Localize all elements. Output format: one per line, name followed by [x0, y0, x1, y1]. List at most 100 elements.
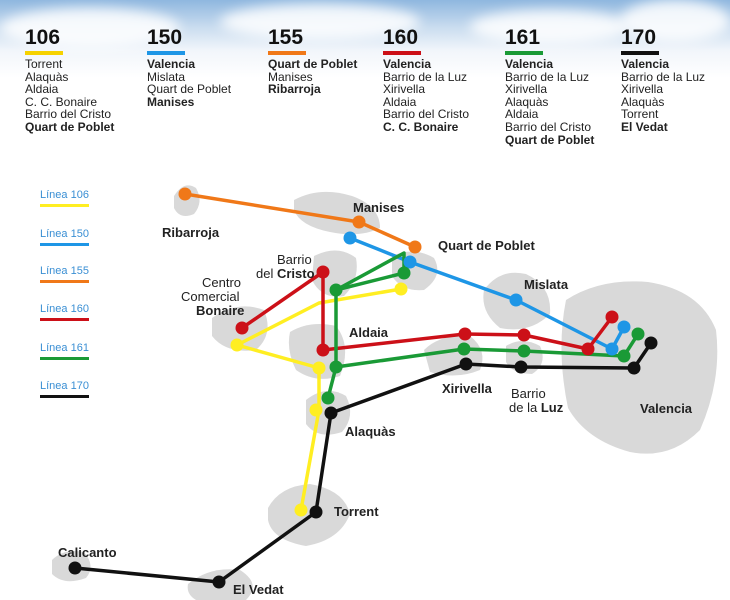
route-stop: Barrio del Cristo [25, 107, 112, 122]
stop-marker [212, 575, 226, 589]
legend-label: Línea 170 [40, 380, 89, 392]
legend-line-swatch [40, 204, 89, 207]
stop-marker [309, 403, 323, 417]
place-mislata: Mislata [524, 277, 569, 292]
legend-line-swatch [40, 357, 89, 360]
route-stop: Manises [147, 94, 195, 109]
route-stop: Aldaia [25, 82, 59, 97]
route-stop: Barrio de la Luz [505, 69, 590, 84]
place-centro-line1: Centro [202, 275, 241, 290]
cloud [220, 4, 420, 40]
line-170 [74, 342, 653, 584]
stop-marker [509, 293, 523, 307]
stop-marker [178, 187, 192, 201]
stop-marker [627, 361, 641, 375]
place-xirivella: Xirivella [442, 381, 493, 396]
route-color-bar [621, 51, 659, 55]
place-quart-de-poblet: Quart de Poblet [438, 238, 535, 253]
route-number: 155 [268, 26, 304, 49]
stop-marker [309, 505, 323, 519]
route-stop: Alaquàs [621, 94, 665, 109]
route-stop: Xirivella [621, 82, 664, 97]
route-stop: C. C. Bonaire [25, 94, 98, 109]
stop-marker [457, 342, 471, 356]
route-number: 106 [25, 26, 61, 49]
route-stop: Alaquàs [505, 94, 549, 109]
stop-marker [403, 255, 417, 269]
place-centro-line2: Comercial [181, 289, 240, 304]
route-stop: Manises [268, 69, 313, 84]
place-el-vedat: El Vedat [233, 582, 284, 597]
stop-marker [605, 342, 619, 356]
route-color-bar [383, 51, 421, 55]
stop-marker [631, 327, 645, 341]
route-number: 161 [505, 26, 541, 49]
stop-marker [235, 321, 249, 335]
legend-label: Línea 150 [40, 228, 89, 240]
place-centro-line3: Bonaire [196, 303, 244, 318]
route-color-bar [25, 51, 63, 55]
legend-line-swatch [40, 280, 89, 283]
place-labels: Ribarroja Manises Quart de Poblet Mislat… [58, 200, 693, 597]
stop-marker [68, 561, 82, 575]
place-barrio-luz-line1: Barrio [511, 386, 546, 401]
stop-marker [352, 215, 366, 229]
place-alaquas: Alaquàs [345, 424, 396, 439]
stop-marker [517, 328, 531, 342]
place-calicanto: Calicanto [58, 545, 117, 560]
stop-marker [605, 310, 619, 324]
place-barrio-luz-line2-a: de la [509, 400, 541, 415]
legend-item: Línea 161 [40, 342, 89, 360]
place-barrio-cristo-line1: Barrio [277, 252, 312, 267]
route-stop: Quart de Poblet [505, 132, 595, 147]
place-aldaia: Aldaia [349, 325, 389, 340]
cloud [470, 10, 630, 44]
route-stop: Barrio del Cristo [505, 119, 592, 134]
route-stop: Torrent [25, 57, 63, 71]
route-stop: Barrio del Cristo [383, 107, 470, 122]
route-stop: Mislata [147, 69, 186, 84]
route-stop: Xirivella [383, 82, 426, 97]
stop-marker [458, 327, 472, 341]
route-color-bar [505, 51, 543, 55]
stop-marker [397, 266, 411, 280]
stop-marker [644, 336, 658, 350]
stop-marker [343, 231, 357, 245]
place-barrio-cristo-line2-a: del [256, 266, 277, 281]
place-barrio-luz-line2-b: Luz [541, 400, 564, 415]
legend-item: Línea 160 [40, 303, 89, 321]
route-stop: Quart de Poblet [268, 57, 358, 71]
route-stop: Valencia [383, 57, 432, 71]
stop-marker [316, 343, 330, 357]
legend-item: Línea 106 [40, 189, 89, 207]
legend-line-swatch [40, 318, 89, 321]
route-stop: Barrio de la Luz [621, 69, 706, 84]
stop-marker [324, 406, 338, 420]
route-stop: Xirivella [505, 82, 548, 97]
legend-line-swatch [40, 395, 89, 398]
stop-marker [459, 357, 473, 371]
route-stop: Valencia [505, 57, 554, 71]
stop-marker [294, 503, 308, 517]
stop-marker [617, 349, 631, 363]
legend-item: Línea 155 [40, 265, 89, 283]
route-number: 160 [383, 26, 419, 49]
sky-banner [0, 0, 730, 150]
place-manises: Manises [353, 200, 404, 215]
legend-label: Línea 155 [40, 265, 89, 277]
stop-marker [394, 282, 408, 296]
stop-marker [329, 360, 343, 374]
route-stop: Aldaia [505, 107, 539, 122]
route-stop: Alaquàs [25, 69, 69, 84]
legend-item: Línea 170 [40, 380, 89, 398]
legend-label: Línea 160 [40, 303, 89, 315]
place-barrio-cristo-line2-b: Cristo [277, 266, 315, 281]
place-barrio-cristo-line2: del Cristo [256, 266, 315, 281]
route-stop: Quart de Poblet [25, 119, 115, 134]
